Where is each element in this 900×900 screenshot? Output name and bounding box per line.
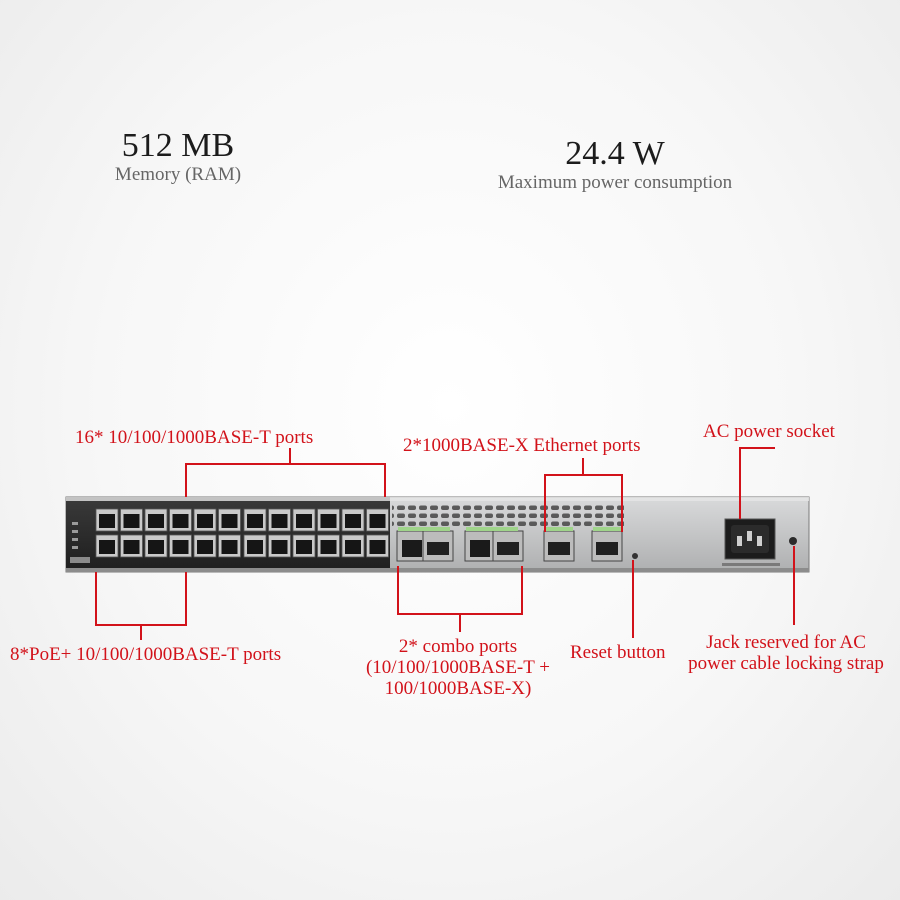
callout-combo-line1: 2* combo ports	[398, 636, 518, 657]
callout-lines	[95, 447, 795, 640]
rj45-port-opening	[197, 540, 213, 554]
rj45-port-block	[95, 508, 389, 558]
line-poe-ports	[95, 572, 187, 626]
callout-combo: 2* combo ports (10/100/1000BASE-T + 100/…	[343, 636, 573, 699]
rj45-port-opening	[369, 514, 386, 528]
power-label: Maximum power consumption	[497, 172, 733, 193]
rj45-port-opening	[247, 514, 263, 528]
rj45-port-opening	[99, 514, 115, 528]
rj45-port-opening	[345, 540, 361, 554]
rj45-port-opening	[221, 540, 238, 554]
rj45-port-opening	[271, 514, 288, 528]
rj45-port-opening	[123, 540, 140, 554]
callout-combo-line3: 100/1000BASE-X)	[384, 678, 532, 699]
memory-value: 512 MB	[121, 127, 235, 164]
power-spec: 24.4 W Maximum power consumption	[470, 136, 760, 194]
callout-ethernet-x: 2*1000BASE-X Ethernet ports	[403, 435, 641, 456]
rj45-port-opening	[369, 540, 386, 554]
rj45-port-opening	[148, 540, 164, 554]
rj45-port-opening	[172, 540, 189, 554]
rj45-port-opening	[271, 540, 288, 554]
ac-socket	[722, 518, 780, 566]
rj45-port-opening	[345, 514, 361, 528]
rj45-port-opening	[221, 514, 238, 528]
callout-reset: Reset button	[570, 642, 666, 663]
combo-ports	[396, 527, 524, 562]
rj45-port-opening	[197, 514, 213, 528]
callout-combo-line2: (10/100/1000BASE-T +	[365, 657, 550, 678]
sfp-ports	[543, 527, 623, 562]
status-leds	[70, 522, 90, 563]
rj45-port-opening	[320, 540, 337, 554]
rj45-port-opening	[99, 540, 115, 554]
power-value: 24.4 W	[565, 135, 665, 172]
line-ac-socket	[739, 447, 775, 519]
strap-jack	[789, 537, 797, 545]
rj45-port-opening	[296, 540, 312, 554]
callout-ac-socket: AC power socket	[703, 421, 835, 442]
callout-poe-ports: 8*PoE+ 10/100/1000BASE-T ports	[10, 644, 282, 665]
line-combo	[397, 566, 523, 615]
rj45-port-opening	[296, 514, 312, 528]
callout-jack-line2: power cable locking strap	[688, 653, 884, 674]
callout-jack: Jack reserved for AC power cable locking…	[677, 632, 895, 674]
reset-hole	[632, 553, 638, 559]
rj45-port-opening	[247, 540, 263, 554]
memory-spec: 512 MB Memory (RAM)	[88, 128, 268, 186]
memory-label: Memory (RAM)	[114, 164, 242, 185]
rj45-port-opening	[123, 514, 140, 528]
rj45-port-opening	[148, 514, 164, 528]
vent-grille	[392, 505, 624, 527]
rj45-port-opening	[172, 514, 189, 528]
rj45-port-opening	[320, 514, 337, 528]
callout-jack-line1: Jack reserved for AC	[706, 632, 866, 653]
line-16-ports	[185, 463, 386, 497]
callout-16-ports: 16* 10/100/1000BASE-T ports	[75, 427, 314, 448]
